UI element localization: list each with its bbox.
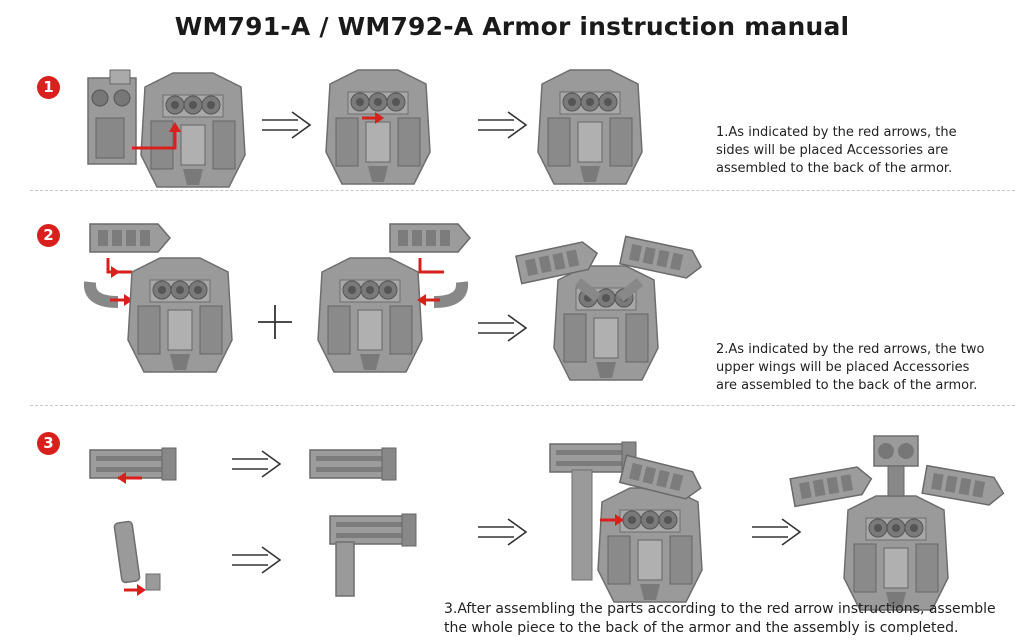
description-line: 2.As indicated by the red arrows, the tw… xyxy=(716,342,985,357)
description-line: 3.After assembling the parts according t… xyxy=(444,601,996,617)
step-divider xyxy=(30,405,1015,406)
description-line: upper wings will be placed Accessories xyxy=(716,360,970,375)
step-2-badge: 2 xyxy=(37,224,60,247)
step-3-badge: 3 xyxy=(37,432,60,455)
step-1-badge: 1 xyxy=(37,76,60,99)
description-line: the whole piece to the back of the armor… xyxy=(444,620,959,636)
step-1-part-a xyxy=(87,69,137,165)
description-line: sides will be placed Accessories are xyxy=(716,143,949,158)
step-3-description: 3.After assembling the parts according t… xyxy=(444,600,996,638)
description-line: are assembled to the back of the armor. xyxy=(716,378,978,393)
description-line: 1.As indicated by the red arrows, the xyxy=(716,125,957,140)
step-divider xyxy=(30,190,1015,191)
step-2-description: 2.As indicated by the red arrows, the tw… xyxy=(716,341,984,395)
description-line: assembled to the back of the armor. xyxy=(716,161,953,176)
step-1-description: 1.As indicated by the red arrows, the si… xyxy=(716,124,957,178)
page-title: WM791-A / WM792-A Armor instruction manu… xyxy=(174,12,850,41)
